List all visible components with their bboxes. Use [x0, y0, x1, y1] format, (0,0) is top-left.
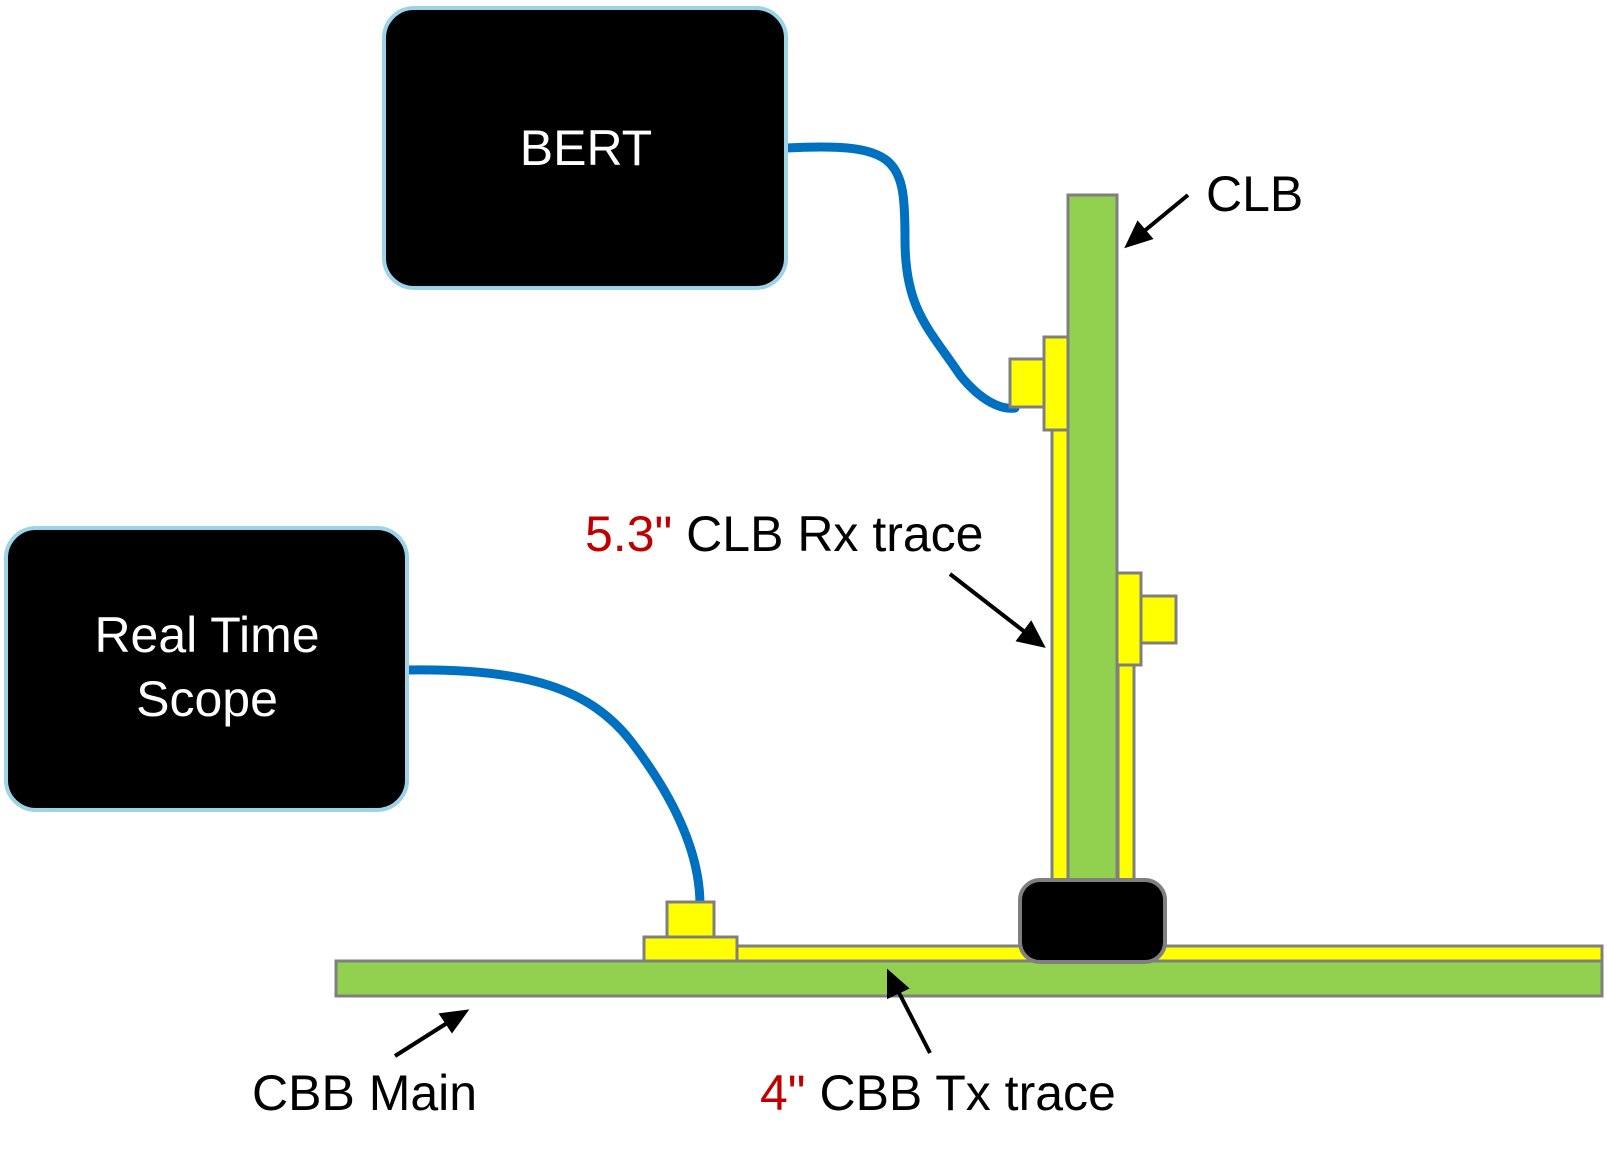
bert-instrument: BERT [382, 6, 788, 290]
clb-connector-plug-left [1008, 357, 1046, 409]
clb-connector-pad-right [1115, 571, 1143, 667]
clb-board [1066, 193, 1119, 887]
clb-connector-plug-right [1139, 594, 1178, 645]
rx-trace-arrow [948, 572, 1032, 638]
tx-trace-label: 4" CBB Tx trace [760, 1065, 1116, 1121]
clb-label: CLB [1206, 166, 1303, 222]
clb-right-trace [1116, 663, 1136, 884]
rx-trace-text: CLB Rx trace [672, 506, 983, 562]
cbb-connector-pad [642, 935, 739, 963]
bert-label: BERT [520, 120, 652, 176]
scope-instrument: Real Time Scope [4, 526, 409, 812]
rx-trace-label: 5.3" CLB Rx trace [585, 506, 983, 562]
rx-trace-arrowhead [1015, 620, 1046, 648]
cbb-main-arrow [393, 1016, 457, 1058]
board-connector [1018, 878, 1167, 964]
scope-label-line1: Real Time [94, 607, 319, 663]
cbb-connector-plug [665, 900, 716, 939]
clb-rx-trace [1050, 428, 1070, 884]
clb-arrowhead [1124, 220, 1154, 249]
clb-connector-pad-left [1042, 335, 1070, 432]
bert-cable [781, 142, 1020, 413]
scope-cable [402, 665, 705, 910]
tx-trace-arrowhead [887, 968, 910, 1000]
tx-trace-length: 4" [760, 1065, 806, 1121]
scope-label-line2: Scope [136, 671, 278, 727]
cbb-main-label: CBB Main [252, 1065, 477, 1121]
cbb-tx-trace [733, 944, 1604, 963]
tx-trace-text: CBB Tx trace [806, 1065, 1116, 1121]
rx-trace-length: 5.3" [585, 506, 672, 562]
tx-trace-arrow [893, 984, 932, 1054]
cbb-main-board [334, 959, 1604, 998]
cbb-main-arrowhead [438, 1009, 470, 1034]
